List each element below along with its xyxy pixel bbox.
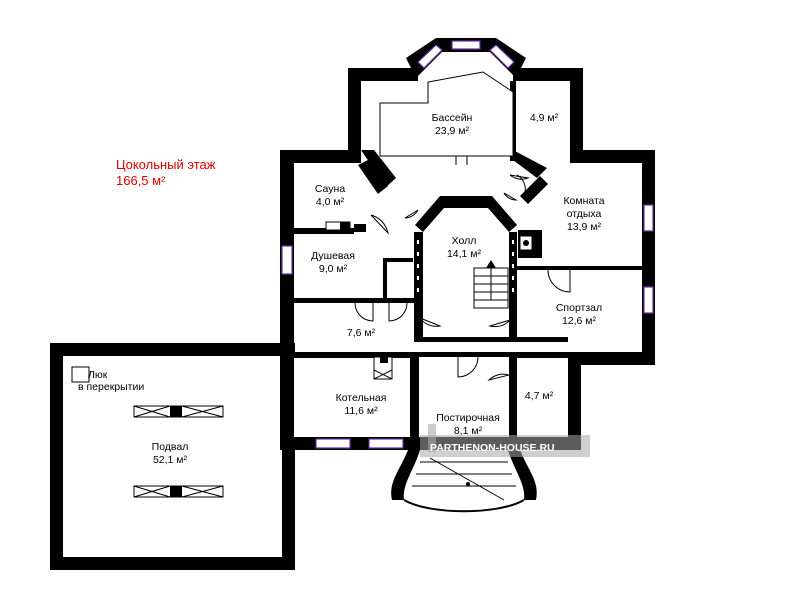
room-hall-area: 14,1 м² — [447, 248, 482, 260]
room-76-area: 7,6 м² — [347, 327, 376, 339]
room-boiler-area: 11,6 м² — [344, 405, 378, 417]
room-basement-area: 52,1 м² — [153, 454, 188, 466]
room-gym-name: Спортзал — [556, 302, 602, 314]
room-boiler-name: Котельная — [336, 392, 387, 404]
room-gym-area: 12,6 м² — [562, 315, 597, 327]
room-shower-area: 9,0 м² — [319, 263, 348, 275]
room-lounge-name-2: отдыха — [567, 208, 602, 220]
fixtures — [325, 221, 533, 380]
room-laundry-area: 8,1 м² — [454, 425, 483, 437]
pool-bay-windows — [417, 40, 515, 69]
basement-vent-bottom — [133, 485, 224, 498]
basement-walls — [50, 343, 295, 570]
doors — [354, 174, 571, 381]
room-lounge-area: 13,9 м² — [567, 221, 602, 233]
pool-basin — [379, 71, 514, 165]
room-hall-name: Холл — [452, 235, 477, 247]
room-47-area: 4,7 м² — [525, 390, 554, 402]
room-sauna-name: Сауна — [315, 183, 345, 195]
basement-vent-top — [133, 405, 224, 418]
room-pool-area: 23,9 м² — [435, 125, 470, 137]
room-shower-name: Душевая — [311, 250, 355, 262]
windows — [281, 204, 654, 449]
watermark-text: PARTHENON-HOUSE.RU — [430, 442, 555, 454]
room-49-area: 4,9 м² — [530, 112, 559, 124]
hall-staircase — [473, 260, 509, 309]
interior-walls — [294, 81, 642, 437]
hatch-label-1: Люк — [88, 369, 108, 381]
watermark: PARTHENON-HOUSE.RU — [420, 424, 590, 457]
hall-wall-marks — [417, 240, 514, 300]
hatch-box — [71, 366, 90, 383]
entrance-porch — [391, 450, 537, 513]
hatch-label-2: в перекрытии — [78, 381, 144, 393]
floor-area: 166,5 м² — [116, 173, 166, 188]
room-basement-name: Подвал — [152, 441, 189, 453]
floor-title: Цокольный этаж — [116, 157, 216, 172]
room-laundry-name: Постирочная — [436, 412, 500, 424]
room-pool-name: Бассейн — [432, 112, 473, 124]
room-sauna-area: 4,0 м² — [316, 196, 345, 208]
room-lounge-name-1: Комната — [563, 195, 604, 207]
